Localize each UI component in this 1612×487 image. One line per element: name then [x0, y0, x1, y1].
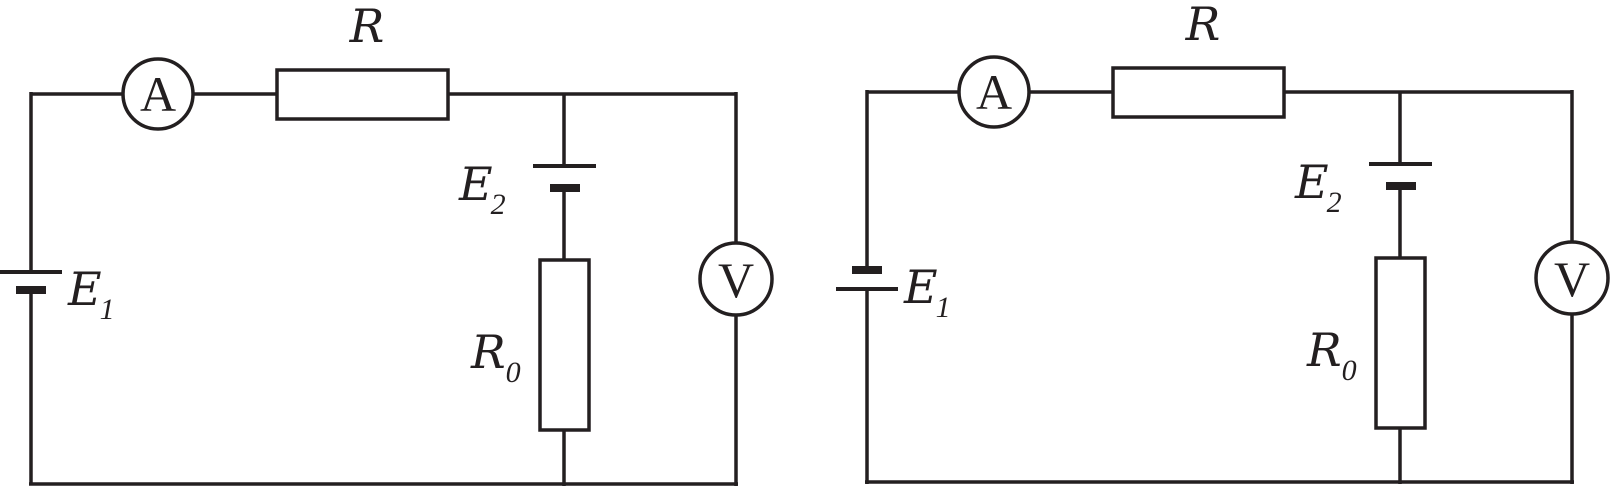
- battery-e2-left: E2: [458, 157, 596, 221]
- wires-left: [29, 92, 738, 486]
- battery-short-plate: [550, 184, 580, 192]
- voltmeter-letter: V: [1554, 251, 1590, 307]
- resistor-r0-label: R0: [470, 325, 521, 389]
- resistor-r-left: [275, 68, 450, 121]
- voltmeter-circle: [1534, 240, 1610, 316]
- battery-short-plate: [16, 286, 46, 294]
- voltmeter-letter: V: [718, 252, 754, 308]
- resistor-r0-left: [538, 258, 591, 432]
- battery-long-plate: [836, 287, 898, 291]
- ammeter-letter: A: [976, 64, 1012, 120]
- voltmeter-left: V: [698, 241, 774, 317]
- resistor-r-label: R: [349, 0, 385, 53]
- resistor-r0-right: [1374, 256, 1427, 430]
- battery-short-plate: [852, 266, 882, 274]
- battery-long-plate: [0, 270, 62, 274]
- battery-e1-label: E1: [903, 260, 951, 324]
- ammeter-right: A: [957, 55, 1031, 129]
- ammeter-circle: [957, 55, 1031, 129]
- battery-e1-label: E1: [67, 262, 115, 326]
- battery-short-plate: [1386, 182, 1416, 190]
- battery-e1-left: E1: [0, 262, 115, 326]
- circuit-left: A R E2 R0 E1 V: [0, 0, 774, 486]
- wires-right: [865, 90, 1574, 484]
- ammeter-letter: A: [140, 66, 176, 122]
- battery-e1-right: E1: [836, 260, 951, 324]
- battery-long-plate: [1369, 162, 1432, 166]
- circuit-right: A R E2 R0 E1 V: [836, 0, 1610, 484]
- battery-long-plate: [533, 164, 596, 168]
- resistor-r-right: [1111, 66, 1286, 119]
- voltmeter-circle: [698, 241, 774, 317]
- ammeter-left: A: [121, 57, 195, 131]
- ammeter-circle: [121, 57, 195, 131]
- battery-e2-right: E2: [1294, 155, 1432, 219]
- voltmeter-right: V: [1534, 240, 1610, 316]
- resistor-r0-label: R0: [1306, 323, 1357, 387]
- battery-e2-label: E2: [458, 157, 506, 221]
- resistor-r-label: R: [1185, 0, 1221, 51]
- battery-e2-label: E2: [1294, 155, 1342, 219]
